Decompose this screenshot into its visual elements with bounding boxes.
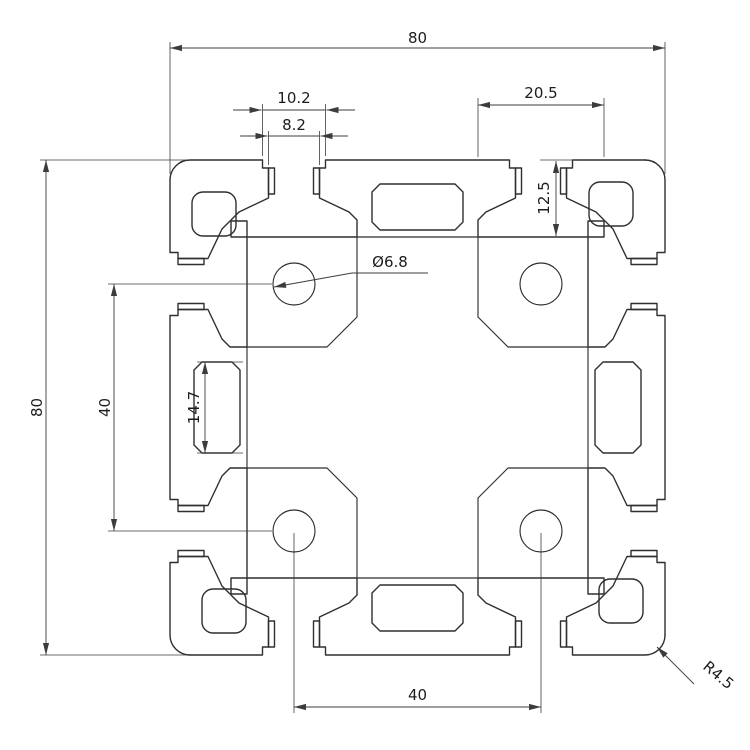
- dim-slot-opening: 8.2: [282, 116, 306, 134]
- leader-line-corner-radius: [656, 646, 695, 685]
- dim-bore-diameter: Ø6.8: [372, 253, 408, 271]
- profile-edge-right: [587, 159, 666, 636]
- profile-edge-bottom: [189, 577, 666, 656]
- dim-height-left: 80: [28, 398, 46, 417]
- dim-bore-spacing-bottom: 40: [408, 686, 427, 704]
- central-cavity-outline: [246, 236, 589, 579]
- dim-pocket-width: 20.5: [524, 84, 557, 102]
- profile-body: [169, 159, 666, 656]
- dimension-layer: 80 10.2 8.2 20.5 12.5 Ø6.8 80: [28, 29, 737, 713]
- dim-slot-depth: 12.5: [535, 181, 553, 214]
- dim-width-top: 80: [408, 29, 427, 47]
- dim-chamber-height: 14.7: [185, 391, 203, 424]
- bore-circle-top-left: [272, 262, 316, 306]
- profile-edge-left: [169, 179, 248, 656]
- leader-line-bore: [273, 272, 353, 288]
- dim-slot-recess: 10.2: [277, 89, 310, 107]
- dim-corner-radius: R4.5: [699, 657, 737, 693]
- profile-edge-top: [169, 159, 646, 238]
- bore-circle-top-right: [519, 262, 563, 306]
- dim-bore-spacing-left: 40: [96, 398, 114, 417]
